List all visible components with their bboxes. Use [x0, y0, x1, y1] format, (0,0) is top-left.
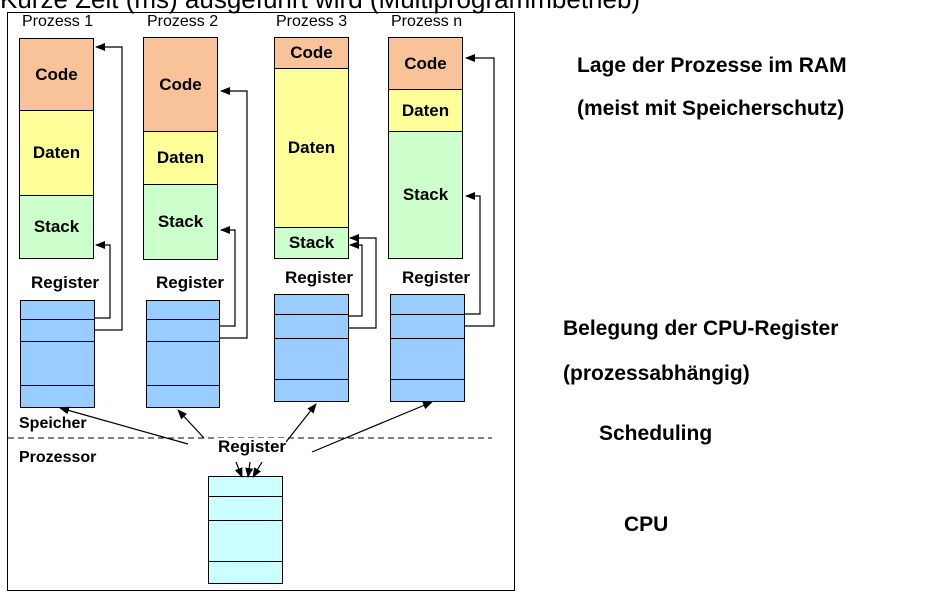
process-3-stack: Stack [274, 227, 349, 259]
zone-label-speicher: Speicher [19, 415, 87, 432]
process-n-title: Prozess n [391, 13, 463, 30]
process-1-stack: Stack [19, 195, 94, 259]
process-3-daten: Daten [274, 68, 349, 228]
process-2-code: Code [143, 37, 218, 132]
process-3-code: Code [274, 37, 349, 69]
process-n-register-label: Register [402, 268, 471, 287]
process-n-stack: Stack [388, 131, 463, 259]
process-n-daten: Daten [388, 89, 463, 132]
process-1-title: Prozess 1 [22, 13, 94, 30]
cpu-register-label: Register [218, 437, 287, 456]
process-1-daten: Daten [19, 110, 94, 196]
process-2-register-label: Register [156, 273, 225, 292]
side-label-ram-line2: (meist mit Speicherschutz) [577, 97, 845, 120]
outer-frame [7, 12, 515, 591]
zone-label-prozessor: Prozessor [19, 449, 97, 466]
process-3-register-label: Register [285, 268, 354, 287]
process-n-register-block [390, 294, 465, 402]
process-3-register-block [274, 294, 349, 402]
process-3-title: Prozess 3 [276, 13, 348, 30]
top-heading-fragment: Kurze Zeit (ms) ausgeführt wird (Multipr… [0, 0, 640, 12]
process-2-daten: Daten [143, 131, 218, 185]
process-2-stack: Stack [143, 184, 218, 260]
side-label-cpu-reg-line2: (prozessabhängig) [563, 362, 750, 385]
process-2-title: Prozess 2 [147, 13, 219, 30]
side-label-ram-line1: Lage der Prozesse im RAM [577, 54, 847, 77]
process-1-register-label: Register [31, 273, 100, 292]
process-1-register-block [20, 300, 95, 408]
side-label-cpu-reg-line1: Belegung der CPU-Register [563, 317, 839, 340]
side-label-cpu: CPU [624, 513, 669, 536]
side-label-scheduling: Scheduling [599, 422, 713, 445]
process-2-register-block [146, 300, 220, 408]
process-1-code: Code [19, 38, 94, 111]
